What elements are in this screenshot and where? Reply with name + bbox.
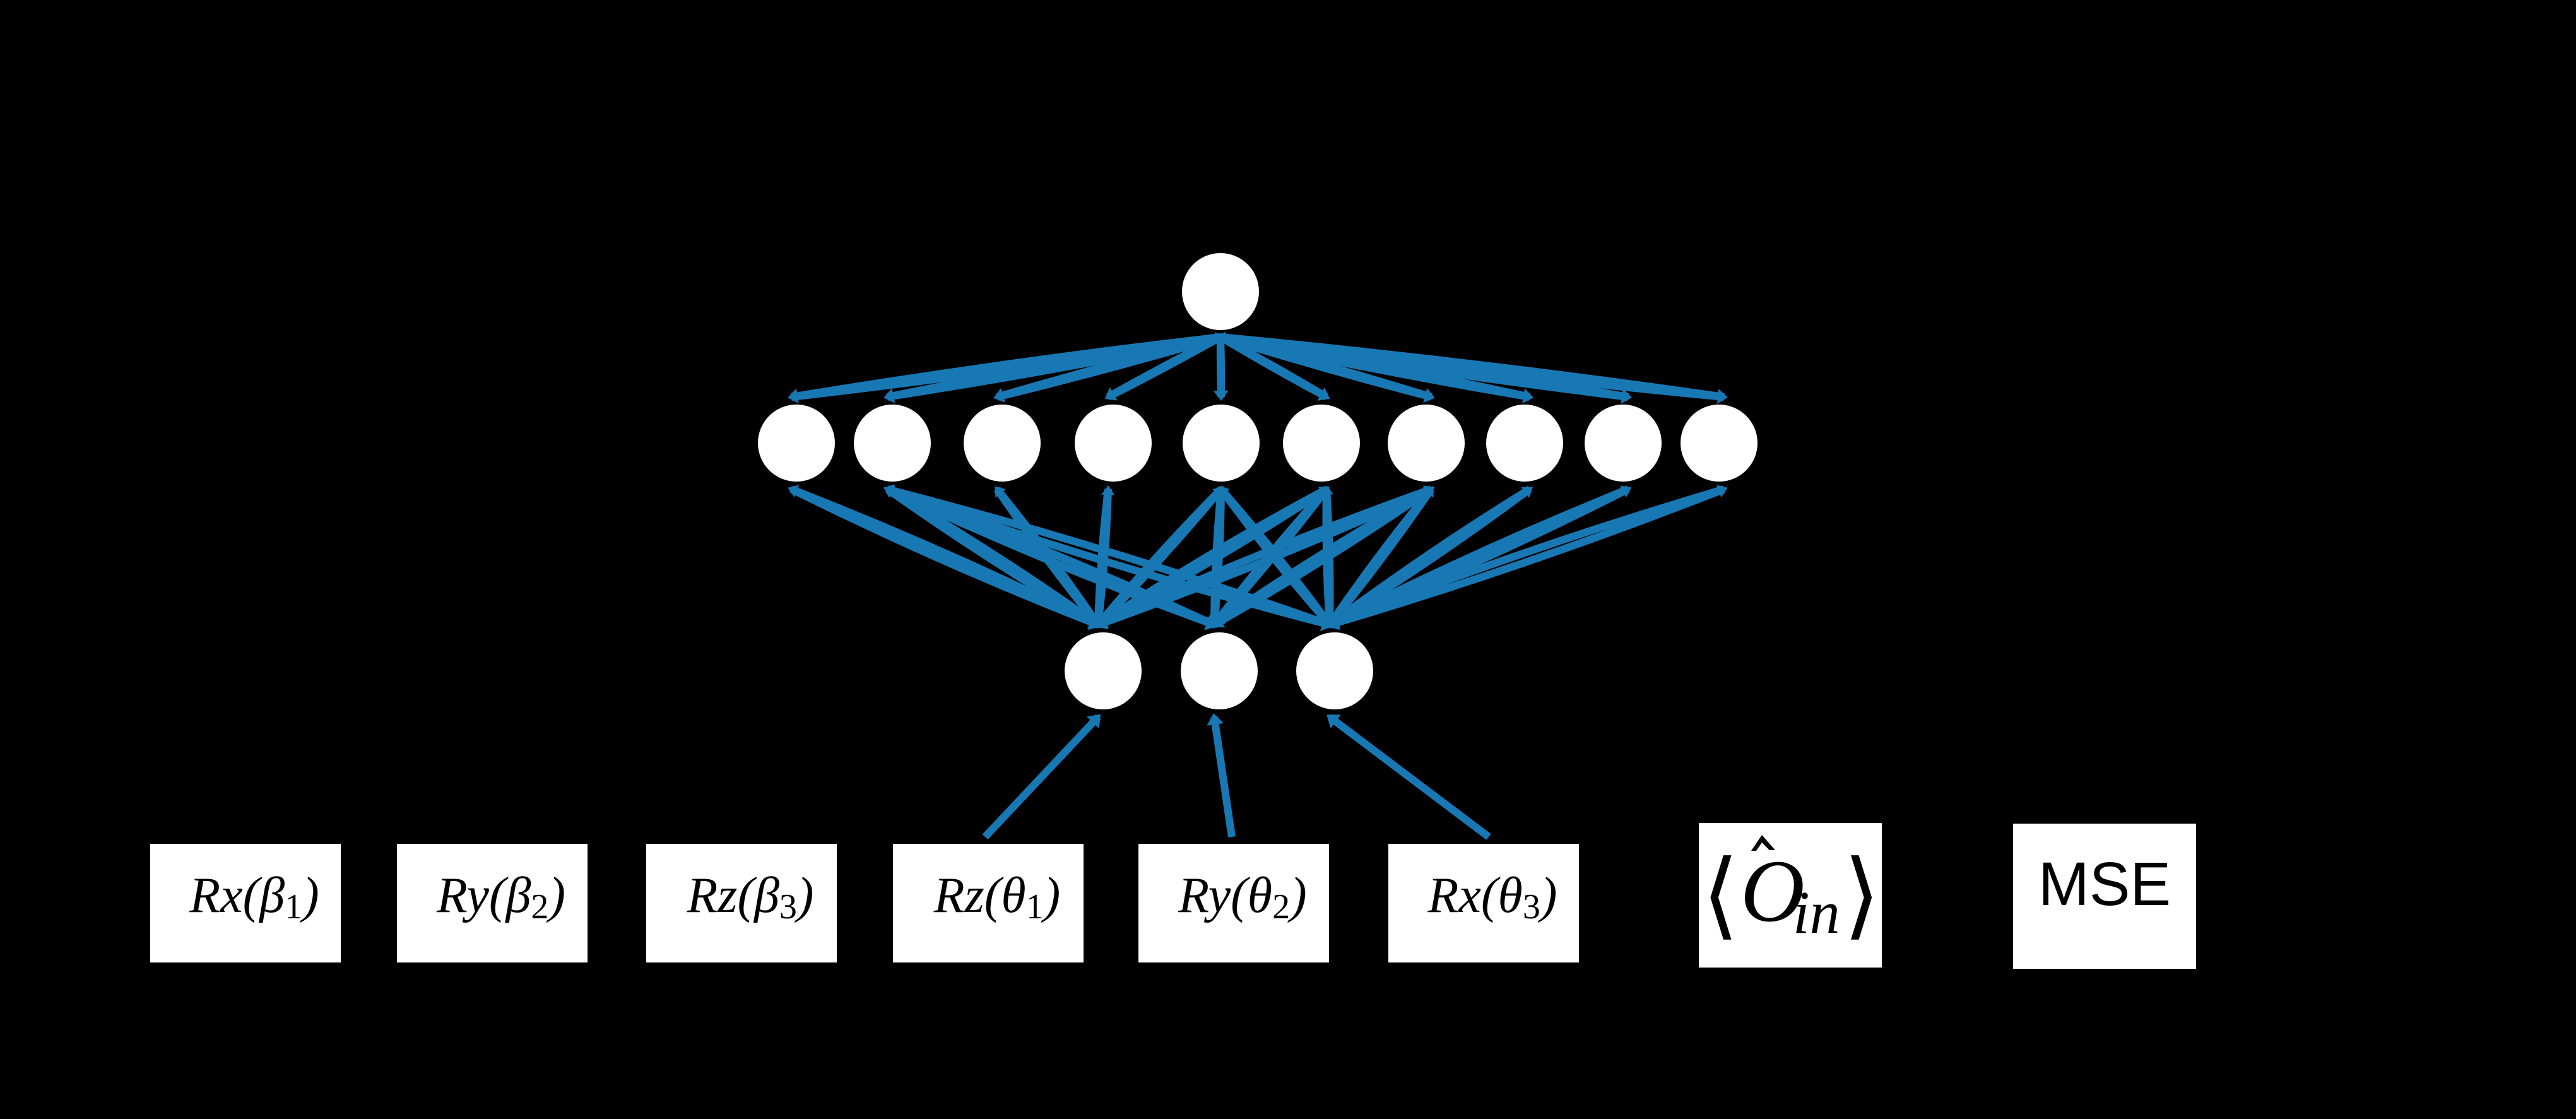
svg-text:⟩: ⟩ [1843, 843, 1881, 948]
svg-text:Rx(β1): Rx(β1) [189, 868, 319, 927]
svg-text:MSE: MSE [2038, 850, 2171, 918]
svg-text:O: O [1740, 842, 1805, 940]
svg-text:in: in [1793, 879, 1840, 946]
svg-text:Rz(θ1): Rz(θ1) [933, 868, 1061, 927]
svg-text:⟨: ⟨ [1702, 843, 1739, 948]
